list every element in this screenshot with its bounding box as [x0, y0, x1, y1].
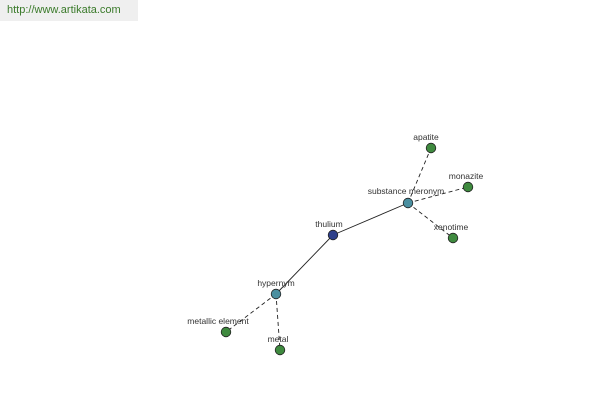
node-label-substance-meronym: substance meronym — [368, 186, 445, 196]
node-metallic-element[interactable] — [220, 326, 232, 338]
node-label-monazite: monazite — [449, 171, 484, 181]
edge-hypernym-metallic-element — [225, 293, 277, 333]
node-hypernym[interactable] — [270, 288, 282, 300]
node-label-metallic-element: metallic element — [187, 316, 249, 326]
node-monazite[interactable] — [462, 181, 474, 193]
node-label-hypernym: hypernym — [257, 278, 294, 288]
edges-layer — [225, 147, 469, 351]
node-label-apatite: apatite — [413, 132, 439, 142]
node-substance-meronym[interactable] — [402, 197, 414, 209]
edge-substance-meronym-monazite — [407, 186, 469, 204]
edge-substance-meronym-xenotime — [407, 202, 454, 239]
edge-thulium-hypernym — [275, 234, 334, 295]
node-thulium[interactable] — [327, 229, 339, 241]
nodes-layer — [220, 142, 474, 356]
node-label-xenotime: xenotime — [434, 222, 469, 232]
labels-layer: thulium hypernym substance meronym metallic… — [187, 132, 483, 344]
node-label-metal: metal — [268, 334, 289, 344]
node-label-thulium: thulium — [315, 219, 342, 229]
watermark-bar: http://www.artikata.com — [0, 0, 138, 21]
watermark-link[interactable]: http://www.artikata.com — [7, 4, 121, 16]
edge-hypernym-metal — [275, 293, 281, 351]
node-xenotime[interactable] — [447, 232, 459, 244]
node-apatite[interactable] — [425, 142, 437, 154]
edge-thulium-substance-meronym — [332, 202, 409, 236]
node-metal[interactable] — [274, 344, 286, 356]
edge-substance-meronym-apatite — [407, 147, 432, 204]
